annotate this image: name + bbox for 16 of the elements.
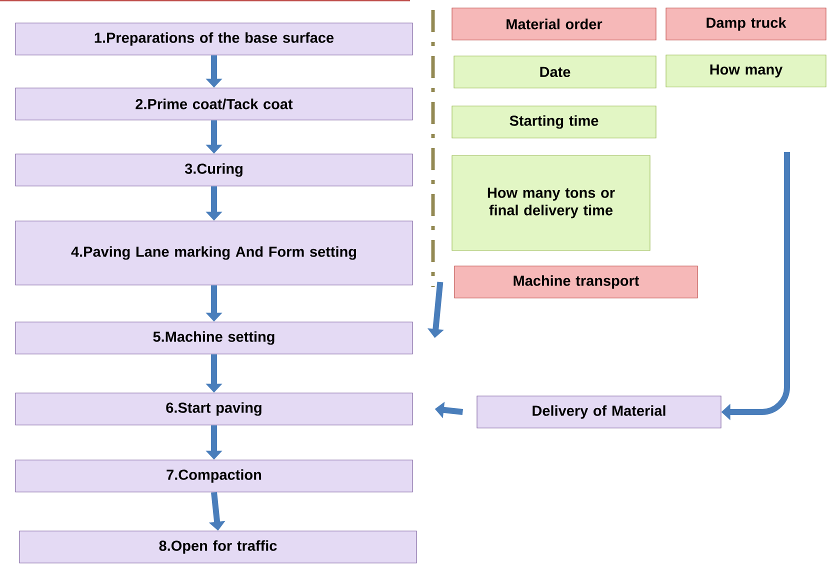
detail-box: How many tons or final delivery time (452, 155, 650, 251)
process-box: 4.Paving Lane marking And Form setting (15, 220, 413, 286)
process-box: 5.Machine setting (15, 322, 413, 354)
task-box: Damp truck (666, 8, 826, 40)
process-box: 6.Start paving (15, 392, 413, 426)
process-box: 2.Prime coat/Tack coat (15, 88, 413, 120)
process-box: 7.Compaction (15, 460, 413, 492)
process-box: 1.Preparations of the base surface (15, 22, 413, 56)
detail-box: How many (666, 54, 826, 88)
detail-box: Starting time (452, 106, 656, 138)
detail-box: Date (454, 56, 656, 88)
task-box: Machine transport (454, 266, 698, 298)
process-box: Delivery of Material (476, 396, 722, 428)
process-box: 8.Open for traffic (19, 530, 417, 564)
process-box: 3.Curing (15, 154, 413, 186)
task-box: Material order (452, 8, 656, 40)
